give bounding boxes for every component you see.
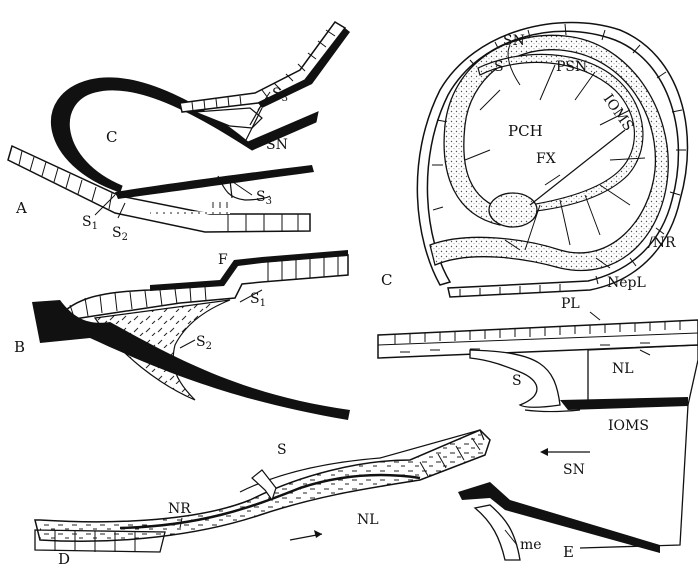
- label-s-d: S: [277, 443, 287, 457]
- label-s3-bottom-main: S: [256, 189, 266, 205]
- label-nepl: NepL: [607, 276, 646, 290]
- label-s3-top-main: S: [272, 86, 282, 102]
- label-s2-b-main: S: [196, 334, 206, 350]
- label-sn-c: SN: [503, 34, 525, 48]
- label-psn: PSN: [556, 60, 587, 74]
- label-c-chamber: C: [106, 130, 117, 145]
- label-s2-a-sub: 2: [122, 232, 128, 243]
- label-s1-b-sub: 1: [260, 298, 266, 309]
- panel-d-drawing: [35, 430, 490, 552]
- label-sn-a: SN: [266, 138, 288, 152]
- panel-a-drawing: [8, 22, 350, 232]
- label-s1-a-sub: 1: [92, 221, 98, 232]
- label-sn-e: SN: [563, 463, 585, 477]
- label-s3-top-sub: 3: [282, 93, 288, 104]
- label-nr-d: NR: [168, 502, 191, 516]
- label-s1-a: S1: [82, 215, 98, 232]
- label-s-e: S: [512, 374, 522, 388]
- label-s1-b-main: S: [250, 291, 260, 307]
- label-s3-top: S3: [272, 87, 288, 104]
- label-pch: PCH: [508, 124, 543, 139]
- label-fx: FX: [536, 152, 556, 166]
- label-s1-a-main: S: [82, 214, 92, 230]
- label-s1-b: S1: [250, 292, 266, 309]
- label-s-c: S: [494, 60, 504, 74]
- panel-e-drawing: [378, 312, 698, 560]
- label-nl-d: NL: [357, 513, 379, 527]
- label-ioms-e: IOMS: [608, 419, 649, 433]
- panel-c-label: C: [381, 273, 392, 288]
- panel-a-label: A: [16, 201, 27, 216]
- label-s3-bottom: S3: [256, 190, 272, 207]
- panel-b-drawing: [32, 250, 350, 420]
- label-nr-c-text: NR: [653, 235, 676, 251]
- panel-e-label: E: [563, 545, 574, 560]
- label-nr-c: /NR: [648, 236, 676, 250]
- label-s2-a-main: S: [112, 225, 122, 241]
- panel-b-label: B: [14, 340, 25, 355]
- label-s2-b: S2: [196, 335, 212, 352]
- label-pl: PL: [561, 297, 580, 311]
- label-s2-b-sub: 2: [206, 341, 212, 352]
- panel-d-label: D: [58, 552, 70, 567]
- label-f: F: [218, 253, 228, 267]
- label-s2-a: S2: [112, 226, 128, 243]
- label-me: me: [520, 538, 542, 552]
- label-s3-bottom-sub: 3: [266, 196, 272, 207]
- label-nl-e: NL: [612, 362, 634, 376]
